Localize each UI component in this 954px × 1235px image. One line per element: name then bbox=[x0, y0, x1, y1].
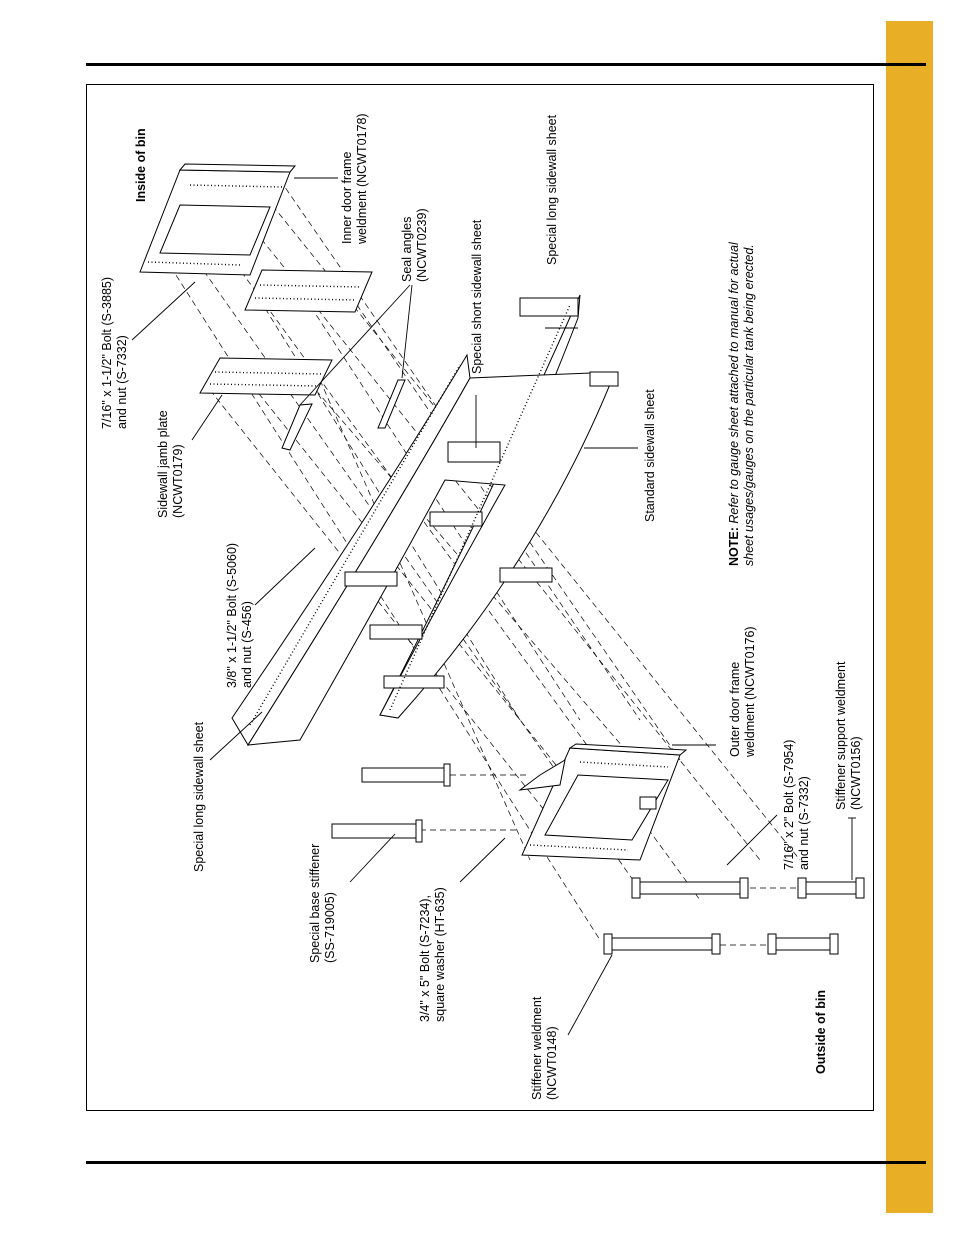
top-rule bbox=[86, 63, 926, 66]
label-bolt-3-8-line1: 3/8" x 1-1/2" Bolt (S-5060) bbox=[225, 543, 239, 688]
label-sidewall-jamb-1: Sidewall jamb plate bbox=[156, 410, 170, 518]
leader-lines bbox=[131, 177, 856, 1036]
label-seal-angles-1: Seal angles bbox=[400, 217, 414, 282]
label-inner-door-frame-2: weldment (NCWT0178) bbox=[355, 113, 369, 245]
label-stiffener-weldment-1: Stiffener weldment bbox=[530, 996, 544, 1100]
diagram-frame bbox=[86, 84, 874, 1111]
label-standard-sidewall: Standard sidewall sheet bbox=[643, 389, 657, 522]
sidewall-jamb-plate bbox=[199, 357, 333, 396]
seal-angle-plate bbox=[244, 269, 373, 313]
special-base-stiffeners bbox=[331, 763, 451, 843]
label-special-base-stiffener-1: Special base stiffener bbox=[308, 844, 322, 963]
seal-angles bbox=[281, 379, 406, 451]
label-special-long-sidewall-left: Special long sidewall sheet bbox=[192, 721, 206, 872]
label-stiffener-weldment-2: (NCWT0148) bbox=[545, 1026, 559, 1100]
label-seal-angles-2: (NCWT0239) bbox=[415, 208, 429, 282]
stiffener-weldments bbox=[603, 877, 749, 955]
label-outside-of-bin: Outside of bin bbox=[814, 990, 828, 1074]
label-outer-door-frame-2: weldment (NCWT0176) bbox=[743, 626, 757, 758]
inner-door-frame-weldment bbox=[139, 163, 297, 276]
label-inside-of-bin: Inside of bin bbox=[134, 128, 148, 202]
label-special-base-stiffener-2: (SS-719005) bbox=[323, 892, 337, 963]
label-stiffener-support-2: (NCWT0156) bbox=[849, 736, 863, 810]
label-sidewall-jamb-2: (NCWT0179) bbox=[171, 444, 185, 518]
diagram-labels: Inside of bin Outside of bin Inner door … bbox=[100, 113, 863, 1100]
note-line2: sheet usages/gauges on the particular ta… bbox=[742, 244, 756, 566]
label-bolt-7-16-line1: 7/16" x 1-1/2" Bolt (S-3885) bbox=[100, 277, 114, 429]
outer-door-frame-weldment bbox=[518, 743, 688, 861]
label-special-long-sidewall-top: Special long sidewall sheet bbox=[545, 114, 559, 265]
label-special-short-sidewall: Special short sidewall sheet bbox=[470, 219, 484, 374]
sidewall-sheets bbox=[231, 294, 619, 746]
label-bolt-7-16-line2: and nut (S-7332) bbox=[115, 335, 129, 429]
label-bolt-7-16x2-line2: and nut (S-7332) bbox=[797, 776, 811, 870]
section-tab bbox=[886, 21, 933, 1213]
label-outer-door-frame-1: Outer door frame bbox=[728, 662, 742, 757]
label-bolt-3-4-line2: square washer (HT-635) bbox=[433, 887, 447, 1022]
label-bolt-7-16x2-line1: 7/16" x 2" Bolt (S-7954) bbox=[782, 740, 796, 870]
note-line1: NOTE: Refer to gauge sheet attached to m… bbox=[727, 241, 741, 566]
label-inner-door-frame-1: Inner door frame bbox=[340, 152, 354, 244]
label-stiffener-support-1: Stiffener support weldment bbox=[834, 661, 848, 810]
label-bolt-3-8-line2: and nut (S-456) bbox=[240, 601, 254, 688]
label-bolt-3-4-line1: 3/4" x 5" Bolt (S-7234), bbox=[418, 895, 432, 1022]
stiffener-support-weldments bbox=[767, 877, 865, 955]
bottom-rule bbox=[86, 1161, 926, 1164]
